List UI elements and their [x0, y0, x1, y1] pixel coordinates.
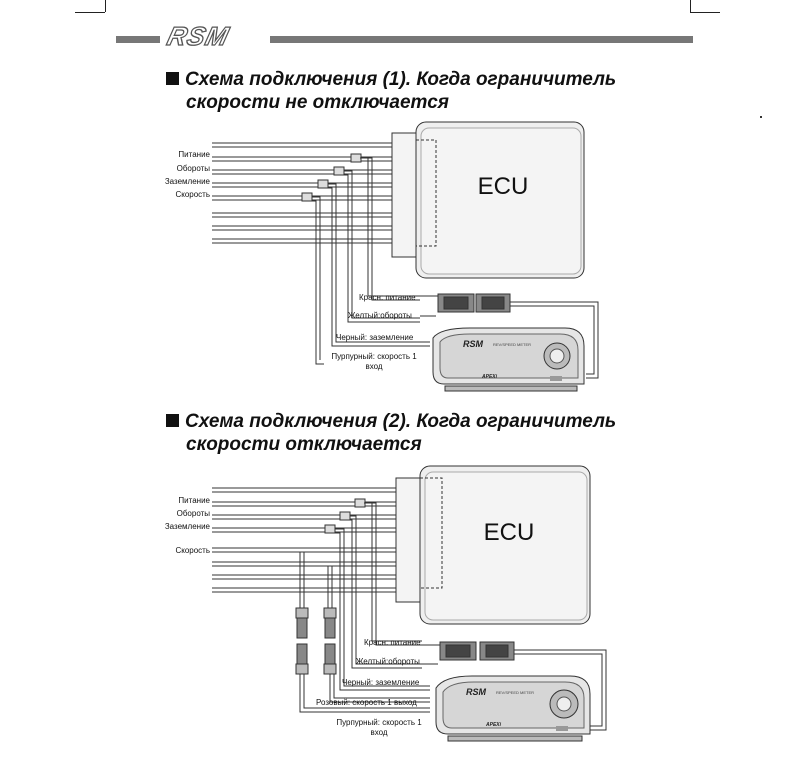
- header-rule: [116, 36, 693, 43]
- ecu-label: ECU: [478, 173, 529, 200]
- diagram1-title: Схема подключения (1). Когда ограничител…: [166, 68, 616, 114]
- bullet-square-icon: [166, 72, 179, 85]
- wire-connector: [422, 641, 607, 731]
- diagram2-tap-wires: [295, 498, 430, 713]
- device-model: REV/SPEED METER: [493, 342, 531, 347]
- ecu-box: [395, 465, 591, 625]
- rsm-logo: RSM: [160, 20, 270, 52]
- crop-mark-right: [690, 0, 691, 12]
- device-brand: APEXi: [485, 722, 502, 728]
- label-rpm: Обороты: [176, 509, 210, 518]
- crop-mark-left: [105, 0, 106, 12]
- ecu-label: ECU: [484, 519, 535, 546]
- label-ground: Заземление: [164, 177, 210, 186]
- label-yellow-rpm: Желтый:обороты: [356, 657, 420, 666]
- ecu-box: [391, 121, 585, 279]
- label-power: Питание: [178, 496, 210, 505]
- wire-connector: [420, 293, 599, 379]
- label-pink-speed-out: Розовый: скорость 1 выход: [316, 698, 417, 707]
- label-yellow-rpm: Желтый:обороты: [348, 311, 412, 320]
- diagram1-tap-wires: [301, 153, 430, 365]
- rsm-device: [435, 675, 591, 742]
- label-rpm: Обороты: [176, 164, 210, 173]
- crop-mark-right-h: [690, 12, 720, 13]
- device-logo: RSM: [466, 687, 487, 697]
- bullet-square-icon: [166, 414, 179, 427]
- device-model: REV/SPEED METER: [496, 690, 534, 695]
- diagram2-title: Схема подключения (2). Когда ограничител…: [166, 410, 616, 456]
- label-purple-speed-in: Пурпурный: скорость 1 вход: [336, 718, 422, 737]
- label-speed: Скорость: [175, 190, 210, 199]
- diagram1-harness: [212, 142, 392, 244]
- label-black-ground: Черный: заземление: [342, 678, 420, 687]
- label-power: Питание: [178, 150, 210, 159]
- rsm-device: [432, 327, 585, 392]
- device-logo: RSM: [463, 339, 484, 349]
- diagram1-drawing: RSM REV/SPEED METER APEXi ECU: [212, 121, 599, 392]
- stray-dot: [760, 116, 762, 118]
- label-speed: Скорость: [175, 546, 210, 555]
- device-brand: APEXi: [481, 374, 498, 380]
- label-red-power: Красн: питание: [364, 638, 421, 647]
- label-black-ground: Черный: заземление: [336, 333, 414, 342]
- label-ground: Заземление: [164, 522, 210, 531]
- label-red-power: Красн: питание: [359, 293, 416, 302]
- label-purple-speed-in: Пурпурный: скорость 1 вход: [331, 352, 417, 371]
- crop-mark-left-h: [75, 12, 105, 13]
